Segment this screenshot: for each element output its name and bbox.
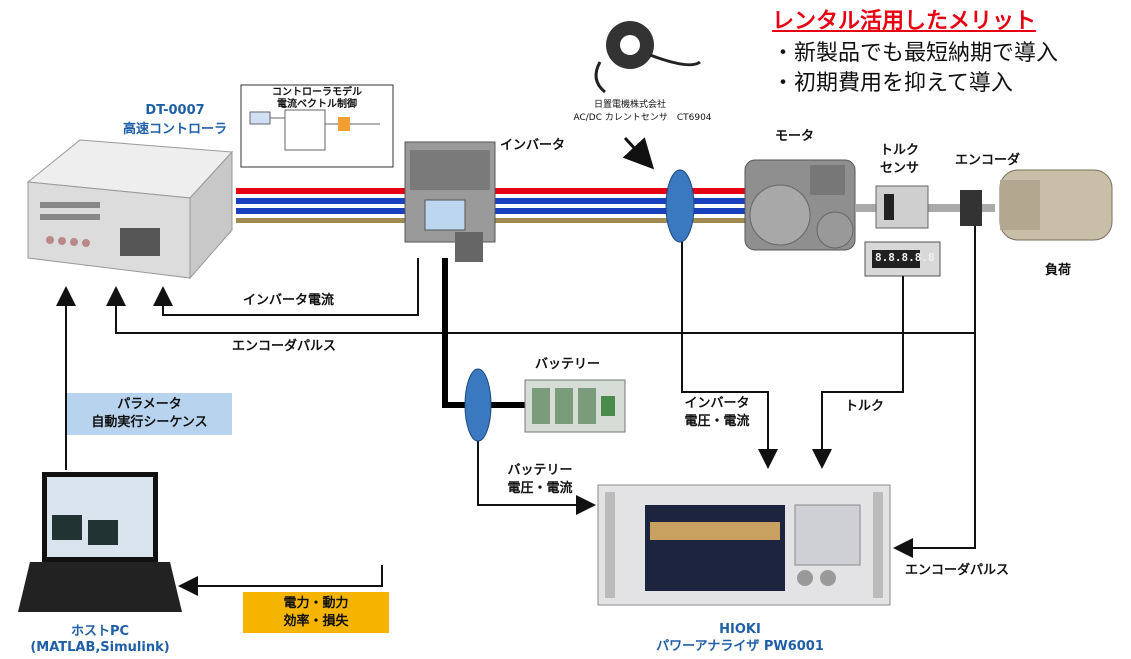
torque-sensor-device [875, 185, 929, 229]
load-device [999, 169, 1113, 241]
power-analyzer-device [597, 484, 891, 606]
signal-encoder-pulse-right: エンコーダパルス [905, 563, 1010, 578]
signal-inverter-vi-2: 電圧・電流 [684, 414, 750, 429]
signal-torque: トルク [845, 399, 885, 414]
ct-clamp-battery [464, 368, 492, 442]
torque-sensor-label-2: センサ [880, 161, 920, 176]
signal-inverter-current: インバータ電流 [243, 293, 335, 308]
line-encoder-pulse-controller [106, 226, 976, 334]
host-pc-label-2: (MATLAB,Simulink) [30, 640, 170, 655]
analyzer-label-1: HIOKI [719, 622, 761, 637]
signal-battery-vi-2: 電圧・電流 [507, 481, 573, 496]
encoder-label: エンコーダ [955, 153, 1021, 168]
motor-label: モータ [775, 129, 815, 144]
line-analyzer-pc [178, 565, 383, 596]
signal-inverter-vi-1: インバータ [684, 396, 750, 411]
torque-meter [864, 241, 941, 277]
dc-cable [442, 258, 530, 408]
cable-inverter-motor [495, 188, 745, 223]
line-torque [812, 276, 904, 469]
controller-model-box-line2: 電流ベクトル制御 [277, 99, 357, 110]
battery-label: バッテリー [535, 357, 601, 372]
power-efficiency-box: 電力・動力 効率・損失 [243, 592, 389, 633]
line-battery-vi [477, 415, 596, 515]
parameter-box-line2: 自動実行シーケンス [91, 415, 208, 430]
battery-device [524, 379, 626, 433]
merit-title: レンタル活用したメリット [772, 9, 1037, 34]
current-sensor-device [594, 21, 701, 94]
controller-device [26, 139, 234, 280]
encoder-device [960, 190, 982, 226]
host-pc-laptop [18, 472, 182, 612]
torque-meter-display: 8.8.8.8.8 [875, 251, 935, 264]
controller-model-number: DT-0007 [145, 103, 205, 118]
torque-sensor-label-1: トルク [880, 143, 920, 158]
signal-encoder-pulse-top: エンコーダパルス [232, 339, 337, 354]
analyzer-label-2: パワーアナライザ PW6001 [656, 639, 824, 654]
signal-battery-vi-1: バッテリー [507, 463, 573, 478]
host-pc-label-1: ホストPC [70, 624, 130, 639]
ct-clamp-motor [665, 169, 695, 243]
parameter-box-line1: パラメータ [117, 397, 182, 412]
controller-name: 高速コントローラ [122, 122, 227, 137]
merit-item-1: ・新製品でも最短納期で導入 [772, 41, 1059, 66]
controller-model-box-line1: コントローラモデル [272, 87, 362, 98]
controller-model-box [240, 84, 394, 168]
load-label: 負荷 [1045, 263, 1072, 278]
parameter-sequence-box: パラメータ 自動実行シーケンス [67, 393, 232, 435]
merit-item-2: ・初期費用を抑えて導入 [772, 71, 1013, 96]
power-box-line1: 電力・動力 [283, 596, 349, 611]
sensor-name: AC/DC カレントセンサ CT6904 [573, 113, 712, 123]
sensor-pointer-arrow [622, 136, 655, 170]
line-inverter-vi [681, 242, 778, 469]
line-inverter-current [153, 258, 419, 316]
inverter-label: インバータ [500, 138, 566, 153]
motor-device [744, 159, 856, 251]
power-box-line2: 効率・損失 [283, 614, 349, 629]
cable-controller-inverter [236, 188, 408, 223]
inverter-device [404, 141, 496, 262]
sensor-maker: 日置電機株式会社 [593, 100, 666, 110]
line-encoder-pulse-analyzer [893, 333, 976, 558]
